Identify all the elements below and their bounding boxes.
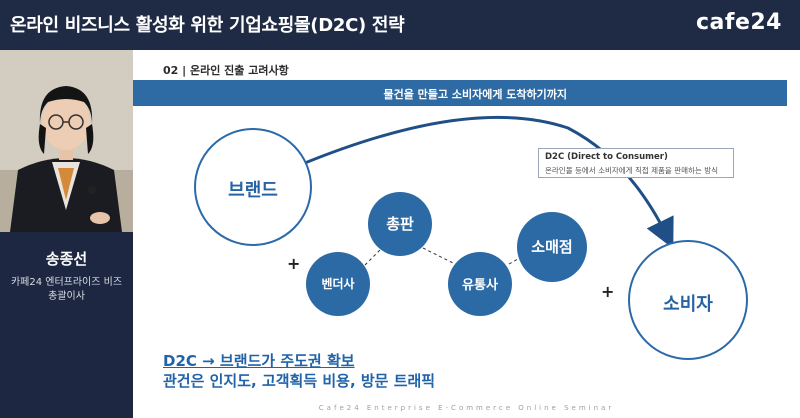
retailer-label: 유통사 — [462, 278, 498, 293]
plus-sign-right: + — [601, 282, 615, 301]
speaker-role-line1: 카페24 엔터프라이즈 비즈 — [10, 277, 123, 288]
speaker-figure — [0, 50, 133, 232]
page-title: 온라인 비즈니스 활성화 위한 기업쇼핑몰(D2C) 전략 — [10, 15, 405, 36]
d2c-arrow — [299, 115, 674, 249]
cafe24-logo: cafe24 — [696, 10, 782, 35]
plus-sign-left: + — [287, 254, 301, 273]
d2c-definition-box: D2C (Direct to Consumer) 온라인몰 등에서 소비자에게 … — [538, 148, 734, 178]
summary-line2: 관건은 인지도, 고객획득 비용, 방문 트래픽 — [163, 372, 436, 390]
speaker-role-line2: 총괄이사 — [48, 291, 85, 302]
distributor-node: 총판 — [368, 192, 432, 256]
d2c-title: D2C (Direct to Consumer) — [545, 152, 668, 162]
brand-node: 브랜드 — [194, 128, 312, 246]
connector-distributor-retailer — [422, 247, 458, 266]
brand-label: 브랜드 — [228, 180, 278, 201]
vendor-node: 벤더사 — [306, 252, 370, 316]
d2c-description: 온라인몰 등에서 소비자에게 직접 제품을 판매하는 방식 — [545, 166, 719, 175]
summary-text: D2C → 브랜드가 주도권 확보 관건은 인지도, 고객획득 비용, 방문 트… — [163, 351, 435, 391]
summary-line1: D2C → 브랜드가 주도권 확보 — [163, 352, 355, 370]
speaker-name: 송종선 — [45, 250, 88, 268]
header-bar: 온라인 비즈니스 활성화 위한 기업쇼핑몰(D2C) 전략 cafe24 — [0, 0, 800, 50]
consumer-node: 소비자 — [628, 240, 748, 360]
vendor-label: 벤더사 — [321, 277, 355, 291]
section-label: 02 | 온라인 진출 고려사항 — [163, 64, 289, 77]
speaker-role: 카페24 엔터프라이즈 비즈 총괄이사 — [0, 276, 133, 304]
seminar-footer: Cafe24 Enterprise E-Commerce Online Semi… — [318, 404, 615, 412]
speaker-video — [0, 50, 133, 232]
retail-store-node: 소매점 — [517, 212, 587, 282]
banner: 물건을 만들고 소비자에게 도착하기까지 — [133, 80, 787, 106]
speaker-panel: 송종선 카페24 엔터프라이즈 비즈 총괄이사 — [0, 50, 133, 418]
retailer-node: 유통사 — [448, 252, 512, 316]
connector-vendor-distributor — [364, 249, 381, 266]
banner-text: 물건을 만들고 소비자에게 도착하기까지 — [383, 88, 567, 101]
consumer-label: 소비자 — [663, 294, 713, 315]
distributor-label: 총판 — [386, 215, 414, 233]
retail-store-label: 소매점 — [531, 238, 573, 256]
